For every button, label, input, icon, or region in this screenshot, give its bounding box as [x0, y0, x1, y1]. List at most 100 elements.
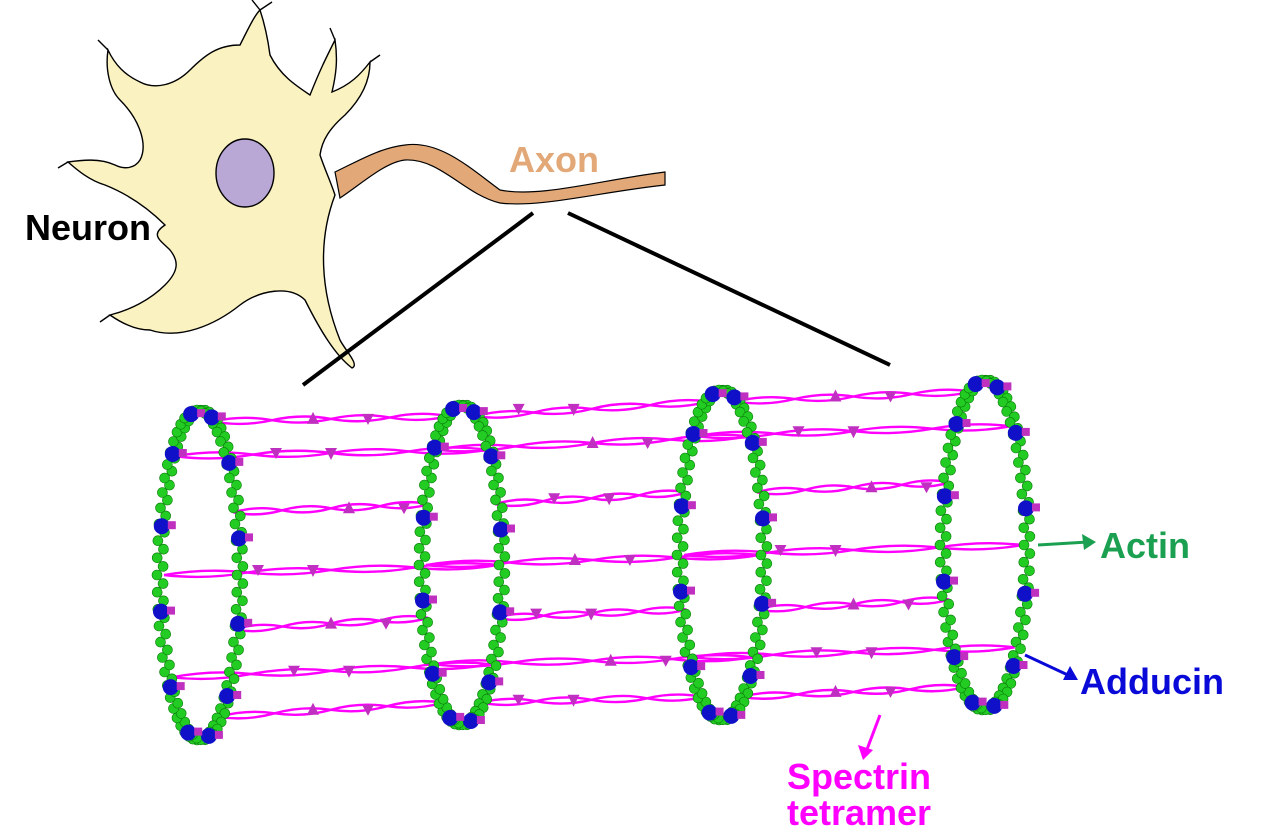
spectrin-marker — [865, 647, 878, 660]
actin-bead — [231, 569, 243, 581]
spectrin-marker — [829, 389, 842, 402]
actin-bead — [417, 624, 428, 636]
spectrin-end-cap — [217, 412, 226, 421]
adducin-arrow — [1024, 653, 1078, 680]
actin-bead — [413, 542, 425, 554]
spectrin-strand — [494, 491, 688, 506]
actin-bead — [956, 667, 967, 679]
actin-bead — [940, 548, 952, 559]
actin-bead — [1024, 565, 1035, 577]
actin-bead — [224, 472, 235, 484]
spectrin-markers — [252, 389, 933, 716]
actin-bead — [1016, 488, 1028, 500]
actin-bead — [678, 523, 689, 535]
actin-bead — [672, 515, 684, 527]
actin-bead — [226, 652, 237, 663]
actin-bead — [499, 551, 511, 562]
actin-bead — [490, 660, 502, 672]
spectrin-marker — [829, 684, 842, 697]
spectrin-end-cap — [194, 727, 203, 736]
actin-bead — [164, 659, 175, 671]
actin-bead — [752, 616, 763, 628]
actin-bead — [151, 552, 163, 564]
actin-bead — [151, 569, 163, 581]
spectrin-strand — [425, 553, 761, 567]
actin-bead — [228, 636, 239, 648]
spectrin-end-cap — [476, 716, 485, 724]
actin-bead — [152, 535, 164, 547]
spectrin-marker — [288, 665, 300, 677]
spectrin-end-cap — [950, 491, 959, 500]
actin-bead — [684, 639, 696, 651]
adducin-bead — [1005, 658, 1022, 674]
actin-bead — [493, 576, 505, 588]
actin-bead — [938, 606, 949, 618]
actin-bead — [493, 559, 505, 571]
actin-bead — [934, 556, 946, 568]
spectrin-end-cap — [740, 392, 749, 401]
spectrin-marker — [792, 426, 805, 438]
adducin-bead — [493, 521, 509, 538]
spectrin-end-cap — [479, 407, 488, 416]
actin-bead — [490, 494, 501, 506]
actin-bead — [750, 632, 761, 643]
neuron-cell — [57, 0, 381, 369]
actin-bead — [693, 677, 704, 689]
actin-bead — [486, 465, 497, 477]
adducin-bead — [936, 573, 952, 590]
adducin-bead — [964, 694, 981, 711]
actin-bead — [761, 575, 772, 587]
adducin-bead — [726, 389, 743, 406]
actin-bead — [750, 467, 761, 478]
spectrin-strand — [232, 502, 430, 514]
actin-bead — [1013, 457, 1024, 468]
actin-bead — [426, 646, 437, 658]
actin-bead — [417, 494, 428, 506]
spectrin-end-cap — [737, 710, 746, 719]
actin-bead — [211, 426, 223, 438]
spectrin-end-cap — [214, 730, 223, 739]
actin-bead — [754, 583, 766, 595]
actin-bead — [1017, 629, 1029, 641]
actin-bead — [940, 457, 951, 468]
actin-bead — [673, 600, 685, 612]
actin-bead — [934, 539, 946, 551]
actin-bead — [153, 620, 165, 632]
actin-bead — [424, 632, 435, 643]
spectrin-end-cap — [1021, 427, 1030, 436]
actin-bead — [997, 396, 1009, 408]
spectrin-end-cap — [756, 671, 765, 679]
spectrin-strand — [683, 543, 1024, 557]
actin-bead — [419, 639, 430, 651]
actin-bead — [413, 576, 425, 588]
spectrin-strand — [163, 563, 499, 577]
actin-bead — [761, 541, 773, 552]
spectrin-strand — [212, 414, 450, 424]
actin-bead — [936, 590, 948, 602]
zoom-line-right — [567, 211, 891, 367]
actin-bead — [935, 505, 947, 517]
spectrin-marker — [603, 493, 616, 506]
actin-bead — [421, 465, 432, 477]
spectrin-marker — [307, 565, 319, 577]
actin-bead — [237, 595, 248, 607]
actin-bead — [1015, 606, 1026, 618]
nucleus — [215, 138, 275, 208]
spectrin-strand — [480, 694, 703, 705]
spectrin-marker — [325, 616, 337, 629]
actin-bead — [230, 603, 242, 615]
actin-bead — [231, 552, 243, 564]
adducin-bead — [1017, 585, 1034, 602]
spectrin-end-cap — [497, 451, 506, 460]
spectrin-marker — [568, 553, 581, 565]
spectrin-marker — [567, 694, 580, 707]
spectrin-marker — [847, 597, 860, 610]
actin-bead — [945, 614, 956, 626]
actin-bead — [231, 659, 242, 671]
actin-bead — [413, 559, 425, 571]
spectrin-end-cap — [697, 662, 706, 671]
adducin-bead — [200, 727, 217, 744]
spectrin-end-cap — [197, 409, 206, 418]
adducin-bead — [986, 697, 1003, 714]
